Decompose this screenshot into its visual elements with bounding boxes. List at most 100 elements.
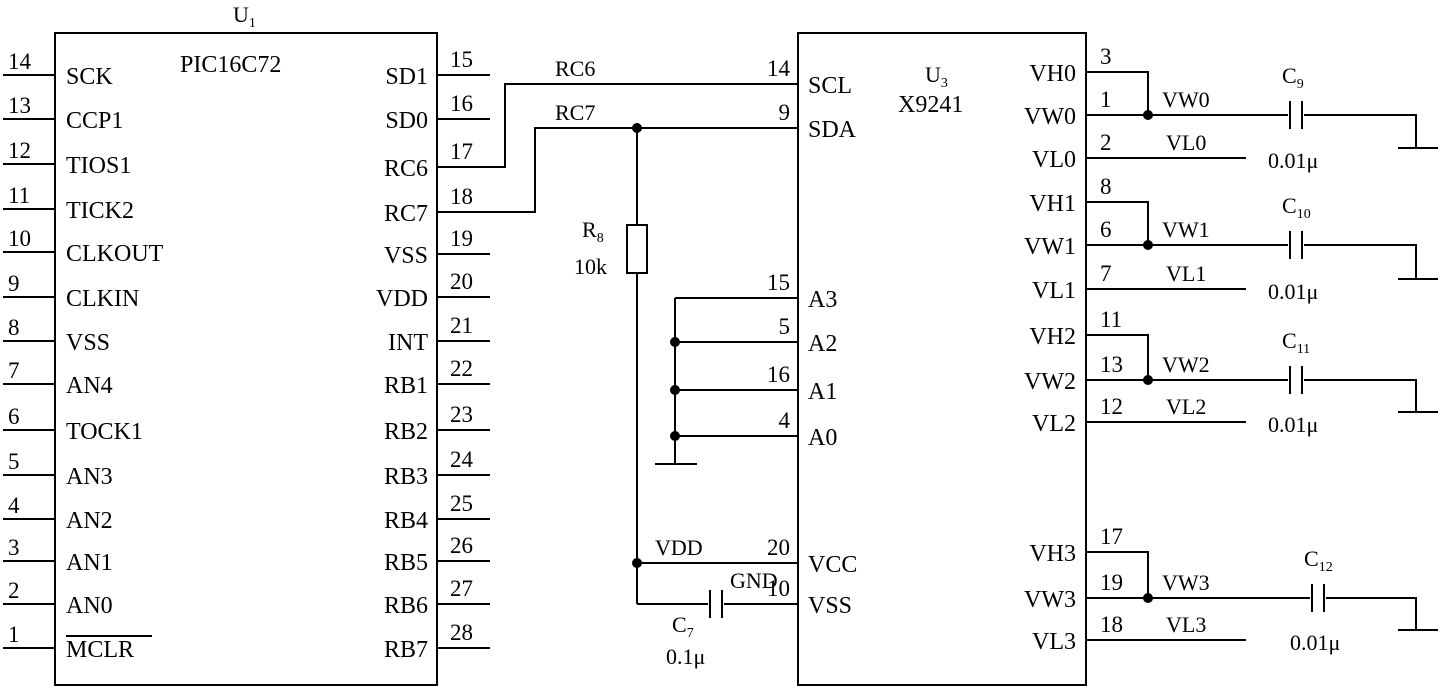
cap-ref: C11 [1282,328,1310,357]
u3-pin-label: VCC [808,552,857,578]
c7-value: 0.1μ [666,644,705,669]
u1-pin-number: 16 [450,91,473,116]
u3-pin-label: VW3 [1024,587,1076,613]
u1-pin-label: VDD [376,286,428,312]
u1-pin-label: RB5 [384,550,428,576]
cap-value: 0.01μ [1268,279,1318,304]
u3-pin-label: VW0 [1024,104,1076,130]
u1-body [54,32,438,686]
u3-pin-label: VSS [808,593,852,619]
u3-pin-number: 3 [1100,44,1112,69]
u1-pin-number: 8 [8,315,20,340]
u3-pin-label: VL0 [1032,147,1076,173]
u1-pin-label: AN0 [66,593,113,619]
r8-ref: R8 [582,217,604,246]
u1-pin-label: TOCK1 [66,419,143,445]
u1-pin-label: SD1 [385,64,428,90]
vw-net-label: VW1 [1162,217,1210,242]
cap-value: 0.01μ [1290,630,1340,655]
pot-outputs: VW0VL0C90.01μVW1VL1C100.01μVW2VL2C110.01… [1086,63,1438,655]
cap-to-ground-wire [1326,597,1417,630]
u3-pin-label: SCL [808,73,852,99]
u3-pin-number: 18 [1100,612,1123,637]
u3-pin-number: 1 [1100,87,1112,112]
u1-pin-number: 12 [8,138,31,163]
u1-pin-number: 26 [450,533,473,558]
u1-pin-number: 27 [450,576,473,601]
u1-pin-label: CLKIN [66,286,139,312]
u1-pin-label: CCP1 [66,108,123,134]
u3-pin-number: 13 [1100,352,1123,377]
u3-pin-label: VW2 [1024,369,1076,395]
cap-to-ground-wire [1304,114,1417,148]
u1-pin-label: INT [388,330,428,356]
u3-pin-label: VL3 [1032,629,1076,655]
u1-pin-number: 25 [450,491,473,516]
a2-junction [670,337,680,347]
u1-pin-number: 19 [450,226,473,251]
u3-pin-number: 15 [767,270,790,295]
u3-chip: U3 X9241 14SCL9SDA15A35A216A14A020VCC10V… [767,32,1123,686]
u3-body [797,32,1087,686]
u1-ref: U1 [233,2,256,31]
rc6-wire [490,83,798,168]
u3-pin-number: 11 [1100,307,1122,332]
vl-net-label: VL2 [1166,394,1206,419]
rc7-net-label: RC7 [555,100,595,125]
cap-value: 0.01μ [1268,148,1318,173]
u1-pin-label: RB1 [384,373,428,399]
u1-pin-number: 9 [8,271,20,296]
u1-pin-number: 13 [8,93,31,118]
vh-to-vw-wire [1086,334,1149,380]
u3-pin-label: A1 [808,379,837,405]
cap-to-ground-wire [1304,244,1417,279]
u3-part: X9241 [898,92,963,118]
u1-pin-number: 23 [450,402,473,427]
u1-pin-number: 6 [8,404,20,429]
u3-pin-label: A3 [808,287,837,313]
u3-pin-label: VH2 [1029,324,1076,350]
u3-right-pins: VH03VW01VL02VH18VW16VL17VH211VW213VL212V… [1024,44,1123,655]
gnd-net-label: GND [730,568,778,593]
u3-pin-number: 8 [1100,174,1112,199]
u1-part: PIC16C72 [180,52,281,78]
u1-pin-label: RC6 [384,156,428,182]
u1-pin-label: RB3 [384,464,428,490]
u3-pin-label: VL2 [1032,411,1076,437]
vl-net-label: VL3 [1166,612,1206,637]
u1-pin-number: 1 [8,622,20,647]
u1-pin-number: 17 [450,139,473,164]
u3-pin-number: 19 [1100,570,1123,595]
u1-pin-label: RB4 [384,508,428,534]
u1-pin-label: RC7 [384,201,428,227]
u1-pin-label: MCLR [66,637,134,663]
u1-pin-number: 2 [8,578,20,603]
u3-pin-label: A0 [808,425,837,451]
u1-pin-number: 4 [8,493,20,518]
u1-pin-number: 22 [450,356,473,381]
u3-pin-number: 14 [767,56,791,81]
u1-pin-label: RB2 [384,419,428,445]
a0-junction [670,431,680,441]
u1-right-pins: 15SD116SD017RC618RC719VSS20VDD21INT22RB1… [376,47,490,663]
u3-pin-number: 2 [1100,130,1112,155]
u1-pin-number: 14 [8,49,32,74]
u3-pin-number: 9 [779,100,791,125]
u1-pin-label: RB7 [384,637,428,663]
u3-pin-number: 6 [1100,217,1112,242]
u1-pin-label: TICK2 [66,198,134,224]
u1-pin-label: CLKOUT [66,241,164,267]
u3-pin-label: SDA [808,117,857,143]
bus-wiring: RC6 RC7 R8 10k VDD GND C7 0.1μ [490,56,798,669]
u3-pin-label: VL1 [1032,278,1076,304]
vdd-net-label: VDD [655,535,703,560]
u1-pin-number: 28 [450,620,473,645]
u1-pin-label: AN2 [66,508,113,534]
cap-ref: C12 [1304,546,1333,575]
u3-pin-number: 16 [767,362,790,387]
cap-value: 0.01μ [1268,412,1318,437]
u1-pin-label: TIOS1 [66,153,131,179]
vh-to-vw-wire [1086,201,1149,245]
